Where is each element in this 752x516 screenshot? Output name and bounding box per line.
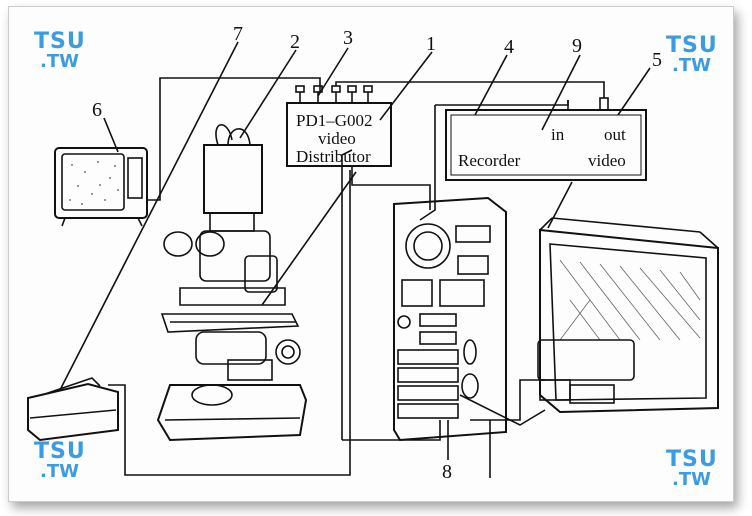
watermark-line2: .TW bbox=[672, 469, 711, 490]
recorder-name: Recorder bbox=[458, 151, 521, 170]
microscope bbox=[156, 124, 308, 442]
callout-5: 5 bbox=[652, 49, 662, 71]
cable-distributor-to-pc bbox=[351, 166, 431, 210]
distributor-connectors bbox=[295, 85, 373, 103]
cable-monitor-to-distributor bbox=[148, 77, 321, 201]
recorder-in: in bbox=[551, 125, 565, 144]
recorder-out: out bbox=[604, 125, 626, 144]
callout-4: 4 bbox=[504, 36, 514, 58]
tv-static bbox=[69, 161, 119, 205]
watermark-line2: .TW bbox=[40, 461, 79, 482]
watermark-line1: TSU bbox=[666, 447, 718, 472]
callout-3: 3 bbox=[343, 27, 353, 49]
printer bbox=[27, 377, 119, 442]
crt-monitor bbox=[537, 217, 719, 414]
computer-tower bbox=[393, 196, 507, 442]
watermark-line1: TSU bbox=[34, 29, 86, 54]
callout-6: 6 bbox=[92, 99, 102, 121]
distributor-video: video bbox=[318, 129, 356, 148]
callout-1: 1 bbox=[426, 33, 436, 55]
small-tv-monitor bbox=[54, 147, 148, 227]
cable-distributor-to-recorder bbox=[335, 81, 605, 98]
watermark-line1: TSU bbox=[34, 439, 86, 464]
cable-recorder-to-pc bbox=[419, 105, 436, 221]
distributor-box bbox=[286, 102, 392, 167]
callout-7: 7 bbox=[233, 23, 243, 45]
callout-8: 8 bbox=[442, 461, 452, 483]
cable-printer bbox=[108, 170, 351, 476]
recorder-box bbox=[445, 109, 647, 181]
watermark-line2: .TW bbox=[672, 55, 711, 76]
callout-9: 9 bbox=[572, 35, 582, 57]
cable-pc-monitor bbox=[459, 394, 546, 426]
watermark-bottom-right: TSU .TW bbox=[666, 447, 718, 490]
watermark-line2: .TW bbox=[40, 51, 79, 72]
callout-2: 2 bbox=[290, 31, 300, 53]
watermark-line1: TSU bbox=[666, 33, 718, 58]
distributor-name: Distributor bbox=[296, 147, 371, 166]
distributor-model: PD1–G002 bbox=[296, 111, 373, 130]
watermark-bottom-left: TSU .TW bbox=[34, 439, 86, 482]
recorder-video: video bbox=[588, 151, 626, 170]
cable-loop-bottom bbox=[341, 149, 353, 440]
watermark-top-right: TSU .TW bbox=[666, 33, 718, 76]
watermark-top-left: TSU .TW bbox=[34, 29, 86, 72]
